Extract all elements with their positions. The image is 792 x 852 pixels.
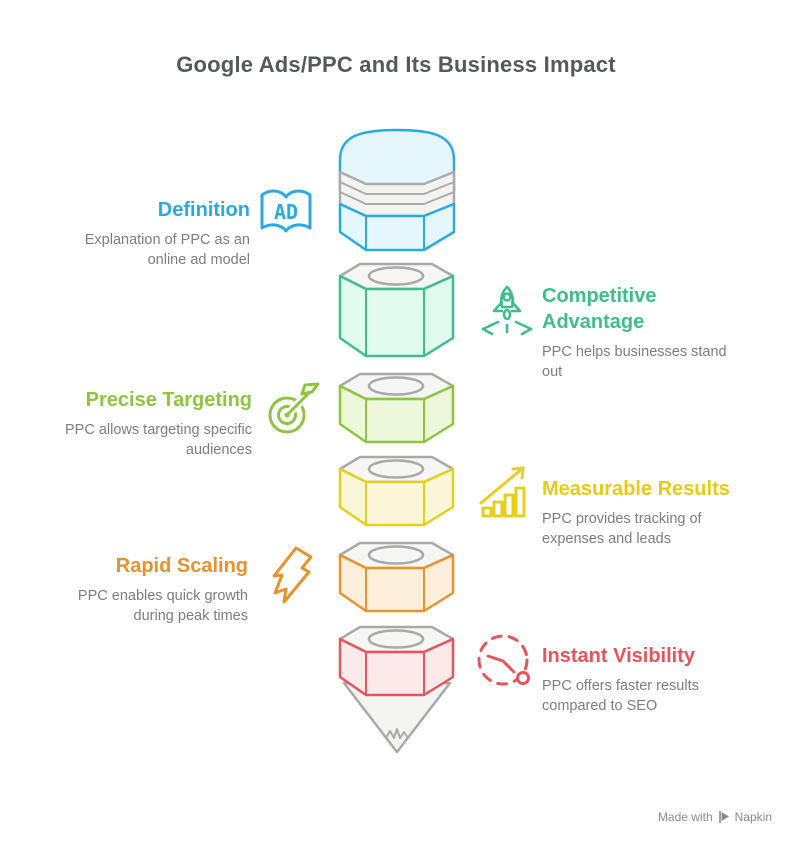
rocket-launch-icon [481, 285, 533, 336]
measurable-results-description: PPC provides tracking of expenses and le… [542, 511, 702, 547]
pencil-segment-measurable-results [338, 455, 455, 527]
lightning-bolt-icon [272, 546, 313, 604]
precise-targeting-description: PPC allows targeting specific audiences [65, 422, 252, 458]
made-with-label: Made with [657, 810, 713, 824]
rapid-scaling-title: Rapid Scaling [115, 555, 248, 577]
pencil-graphic [338, 128, 456, 754]
speed-clock-icon [477, 634, 530, 686]
competitive-advantage-title: Competitive Advantage [542, 285, 657, 333]
pencil-segment-rapid-scaling [338, 541, 455, 613]
page-title: Google Ads/PPC and Its Business Impact [176, 52, 616, 77]
ad-icon-text: AD [274, 200, 298, 224]
measurable-results-title: Measurable Results [542, 478, 730, 500]
pencil-segment-competitive-advantage [338, 262, 455, 358]
napkin-flag-icon [718, 811, 729, 823]
section-precise-targeting: Precise Targeting PPC allows targeting s… [37, 387, 252, 460]
target-dart-icon [268, 382, 320, 434]
bar-chart-growth-icon [479, 466, 526, 518]
precise-targeting-title: Precise Targeting [85, 389, 252, 411]
section-definition: Definition Explanation of PPC as an onli… [60, 197, 250, 270]
competitive-advantage-description: PPC helps businesses stand out [542, 344, 727, 380]
pencil-segment-precise-targeting [338, 372, 455, 444]
ad-book-icon: AD [260, 189, 312, 233]
definition-title: Definition [157, 199, 250, 221]
brand-label: Napkin [734, 810, 772, 824]
napkin-attribution[interactable]: Made with Napkin [658, 810, 772, 824]
instant-visibility-title: Instant Visibility [542, 645, 695, 667]
section-competitive-advantage: Competitive Advantage PPC helps business… [542, 283, 742, 382]
section-measurable-results: Measurable Results PPC provides tracking… [542, 476, 782, 549]
pencil-segment-instant-visibility [338, 625, 455, 697]
rapid-scaling-description: PPC enables quick growth during peak tim… [77, 588, 248, 624]
section-instant-visibility: Instant Visibility PPC offers faster res… [542, 643, 772, 716]
instant-visibility-description: PPC offers faster results compared to SE… [542, 678, 699, 714]
section-rapid-scaling: Rapid Scaling PPC enables quick growth d… [58, 553, 248, 626]
definition-description: Explanation of PPC as an online ad model [84, 232, 250, 268]
pencil-segment-eraser-cap [338, 128, 456, 252]
